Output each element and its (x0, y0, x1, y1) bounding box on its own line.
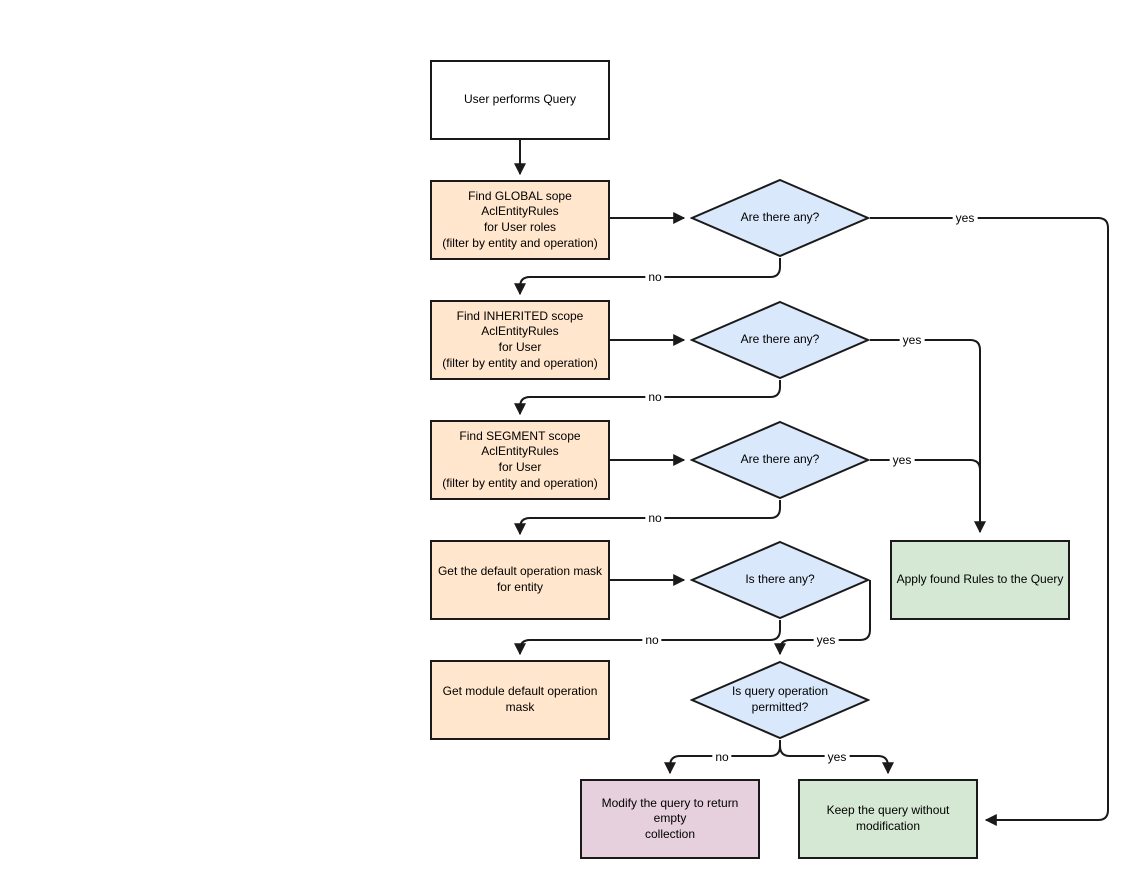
node-find-global-rules: Find GLOBAL sope AclEntityRules for User… (430, 180, 610, 260)
edge-label-default-yes: yes (813, 632, 839, 648)
decision-label: Is query operation permitted? (731, 684, 829, 714)
node-label: Find GLOBAL sope AclEntityRules for User… (442, 188, 598, 250)
decision-segment-any: Are there any? (690, 420, 870, 500)
node-label: Find SEGMENT scope AclEntityRules for Us… (442, 428, 598, 490)
node-user-performs-query: User performs Query (430, 60, 610, 140)
node-label: Modify the query to return empty collect… (601, 795, 739, 841)
diamond-shape (690, 540, 870, 620)
diamond-shape (690, 178, 870, 258)
node-find-segment-rules: Find SEGMENT scope AclEntityRules for Us… (430, 420, 610, 500)
node-label: Get the default operation mask for entit… (437, 564, 603, 594)
edge-segment-yes-merge (870, 459, 981, 471)
edge-label-inherited-no: no (645, 389, 665, 405)
edge-label-segment-no: no (645, 510, 665, 526)
edge-label-permitted-no: no (712, 749, 732, 765)
decision-label: Are there any? (740, 452, 820, 467)
edge-label-default-no: no (642, 632, 662, 648)
node-keep-query: Keep the query without modification (798, 779, 978, 859)
decision-inherited-any: Are there any? (690, 300, 870, 380)
decision-global-any: Are there any? (690, 178, 870, 258)
node-label: Find INHERITED scope AclEntityRules for … (442, 308, 598, 370)
node-get-default-mask: Get the default operation mask for entit… (430, 540, 610, 620)
node-apply-rules: Apply found Rules to the Query (890, 540, 1070, 620)
edge-inherited-yes-to-apply-rules (870, 339, 986, 534)
node-label: Keep the query without modification (826, 803, 950, 833)
node-label: Apply found Rules to the Query (896, 572, 1064, 587)
decision-default-any: Is there any? (690, 540, 870, 620)
diamond-shape (690, 660, 870, 740)
edge-label-segment-yes: yes (889, 452, 915, 468)
node-get-module-mask: Get module default operation mask (430, 660, 610, 740)
decision-operation-permitted: Is query operation permitted? (690, 660, 870, 740)
node-find-inherited-rules: Find INHERITED scope AclEntityRules for … (430, 300, 610, 380)
edge-label-global-no: no (645, 269, 665, 285)
decision-label: Is there any? (745, 572, 815, 587)
diamond-shape (690, 300, 870, 380)
diamond-shape (690, 420, 870, 500)
edge-global-yes-to-keep-query (870, 217, 1109, 826)
edge-label-global-yes: yes (952, 210, 978, 226)
edge-label-inherited-yes: yes (899, 332, 925, 348)
node-label: Get module default operation mask (442, 684, 598, 714)
node-modify-query: Modify the query to return empty collect… (580, 779, 760, 859)
node-label: User performs Query (463, 92, 577, 107)
decision-label: Are there any? (740, 332, 820, 347)
edge-label-permitted-yes: yes (824, 749, 850, 765)
decision-label: Are there any? (740, 210, 820, 225)
